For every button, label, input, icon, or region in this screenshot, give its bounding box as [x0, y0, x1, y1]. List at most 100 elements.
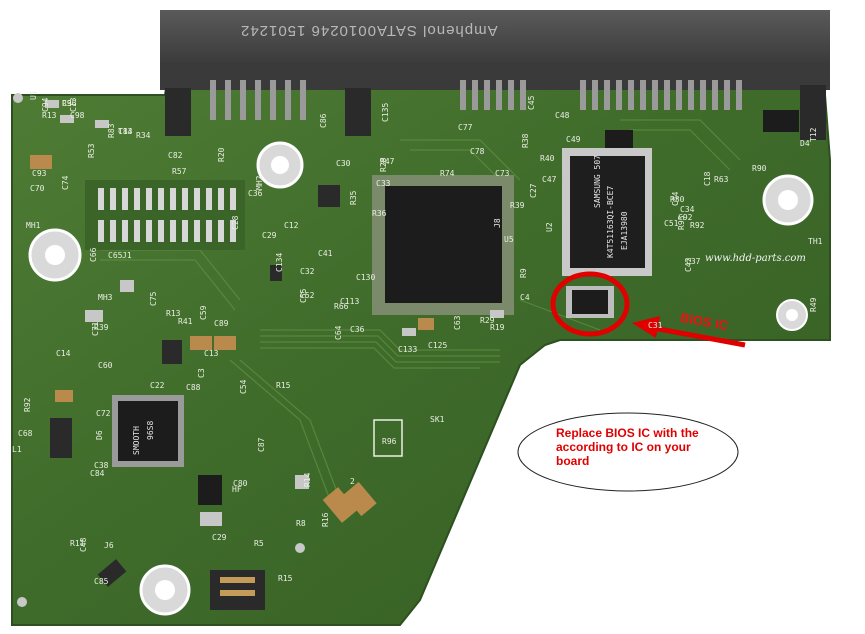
header-pads: [85, 180, 245, 250]
silkscreen-label: C36: [350, 325, 365, 334]
silkscreen-label: R15: [276, 381, 291, 390]
silkscreen-label: R74: [440, 169, 455, 178]
silkscreen-label: C60: [98, 361, 113, 370]
silkscreen-label: R34: [136, 131, 151, 140]
silkscreen-label: C89: [214, 319, 229, 328]
silkscreen-label: C98: [70, 111, 85, 120]
silkscreen-label: C82: [168, 151, 183, 160]
silkscreen-label: C42: [684, 257, 693, 272]
smd-components: [30, 100, 799, 610]
silkscreen-label: R57: [172, 167, 187, 176]
silkscreen-label: C66: [89, 247, 98, 262]
silkscreen-label: R41: [178, 317, 193, 326]
silkscreen-label: C54: [239, 379, 248, 394]
silkscreen-label: C71: [91, 321, 100, 336]
silkscreen-label: D4: [800, 139, 810, 148]
silkscreen-label: C73: [495, 169, 510, 178]
silkscreen-label: C51: [664, 219, 679, 228]
silkscreen-label: R47: [380, 157, 395, 166]
silkscreen-label: 2: [350, 477, 355, 486]
silkscreen-label: C32: [300, 267, 315, 276]
silkscreen-label: MH1: [26, 221, 41, 230]
silkscreen-label: C63: [453, 315, 462, 330]
silkscreen-label: C48: [79, 537, 88, 552]
silkscreen-label: C37: [686, 257, 701, 266]
motor-chip-text-2: 96S8: [146, 420, 155, 440]
silkscreen-label: C130: [356, 273, 376, 282]
memory-chip: [562, 148, 652, 276]
silkscreen-label: C33: [376, 179, 391, 188]
silkscreen-label: R13: [42, 111, 57, 120]
motor-controller-chip: [112, 395, 184, 467]
silkscreen-label: C92: [678, 213, 693, 222]
silkscreen-label: D6: [95, 430, 104, 440]
silkscreen-label: R3: [62, 99, 72, 108]
silkscreen-label: C4: [520, 293, 530, 302]
silkscreen-label: C88: [186, 383, 201, 392]
silkscreen-label: C34: [680, 205, 695, 214]
memory-chip-text-3: EJA13980: [620, 211, 629, 250]
silkscreen-label: R83: [107, 123, 116, 138]
silkscreen-label: C18: [703, 171, 712, 186]
motor-chip-text-1: SMOOTH: [132, 426, 141, 455]
replace-note-text: Replace BIOS IC with the according to IC…: [556, 426, 699, 468]
silkscreen-label: R92: [690, 221, 705, 230]
controller-chip: [372, 175, 514, 315]
silkscreen-label: C85: [94, 577, 109, 586]
mounting-holes: [13, 93, 814, 616]
bios-chip: [566, 286, 614, 318]
silkscreen-label: C74: [61, 175, 70, 190]
silkscreen-label: C86: [319, 113, 328, 128]
silkscreen-label: R9: [519, 268, 528, 278]
silkscreen-label: C28: [231, 215, 240, 230]
silkscreen-label: C48: [555, 111, 570, 120]
silkscreen-label: J8: [493, 218, 502, 228]
silkscreen-label: R19: [490, 323, 505, 332]
memory-chip-text-1: SAMSUNG 507: [593, 155, 602, 208]
silkscreen-label: C49: [566, 135, 581, 144]
silkscreen-label: R8: [296, 519, 306, 528]
note-ellipse: [517, 412, 739, 492]
silkscreen-label: MH3: [98, 293, 113, 302]
silkscreen-label: R63: [714, 175, 729, 184]
silkscreen-label: R36: [372, 209, 387, 218]
silkscreen-label: C38: [94, 461, 109, 470]
memory-chip-text-2: K4T51163QI-BCE7: [606, 185, 615, 258]
silkscreen-label: R28: [379, 157, 388, 172]
silkscreen-label: C94: [41, 97, 50, 112]
connector-pins: [210, 80, 742, 120]
silkscreen-label: C134: [275, 252, 284, 272]
silkscreen-label: C83: [118, 127, 133, 136]
silkscreen-label: C78: [470, 147, 485, 156]
silkscreen-label: C45: [527, 95, 536, 110]
silkscreen-label: C44: [671, 191, 680, 206]
silkscreen-label: R30: [670, 195, 685, 204]
silkscreen-label: C12: [284, 221, 299, 230]
connector-label: Amphenol SATA0010246 1501242: [240, 22, 498, 39]
silkscreen-label: C125: [428, 341, 448, 350]
silkscreen-label: C113: [340, 297, 360, 306]
silkscreen-label: R35: [349, 190, 358, 205]
silkscreen-label: C36: [248, 189, 263, 198]
silkscreen-label: R38: [521, 133, 530, 148]
silkscreen-label: R53: [87, 143, 96, 158]
silkscreen-label: TH1: [808, 237, 823, 246]
silkscreen-label: R5: [254, 539, 264, 548]
silkscreen-label: HF: [232, 485, 242, 494]
silkscreen-label: R66: [334, 302, 349, 311]
silkscreen-label: R90: [752, 164, 767, 173]
silkscreen-label: J6: [104, 541, 114, 550]
silkscreen-label: R49: [809, 297, 818, 312]
silkscreen-label: R11: [70, 539, 85, 548]
silkscreen-label: C13: [69, 97, 78, 112]
silkscreen-label: R14: [303, 472, 312, 487]
silkscreen-label: R96: [382, 437, 397, 446]
silkscreen-label: SK1: [430, 415, 445, 424]
silkscreen-label: C84: [90, 469, 105, 478]
silkscreen-label: C41: [318, 249, 333, 258]
silkscreen-label: C22: [150, 381, 165, 390]
silkscreen-label: R93: [677, 215, 686, 230]
watermark-text: www.hdd-parts.com: [705, 253, 806, 264]
silkscreen-label: MH2: [255, 175, 264, 190]
